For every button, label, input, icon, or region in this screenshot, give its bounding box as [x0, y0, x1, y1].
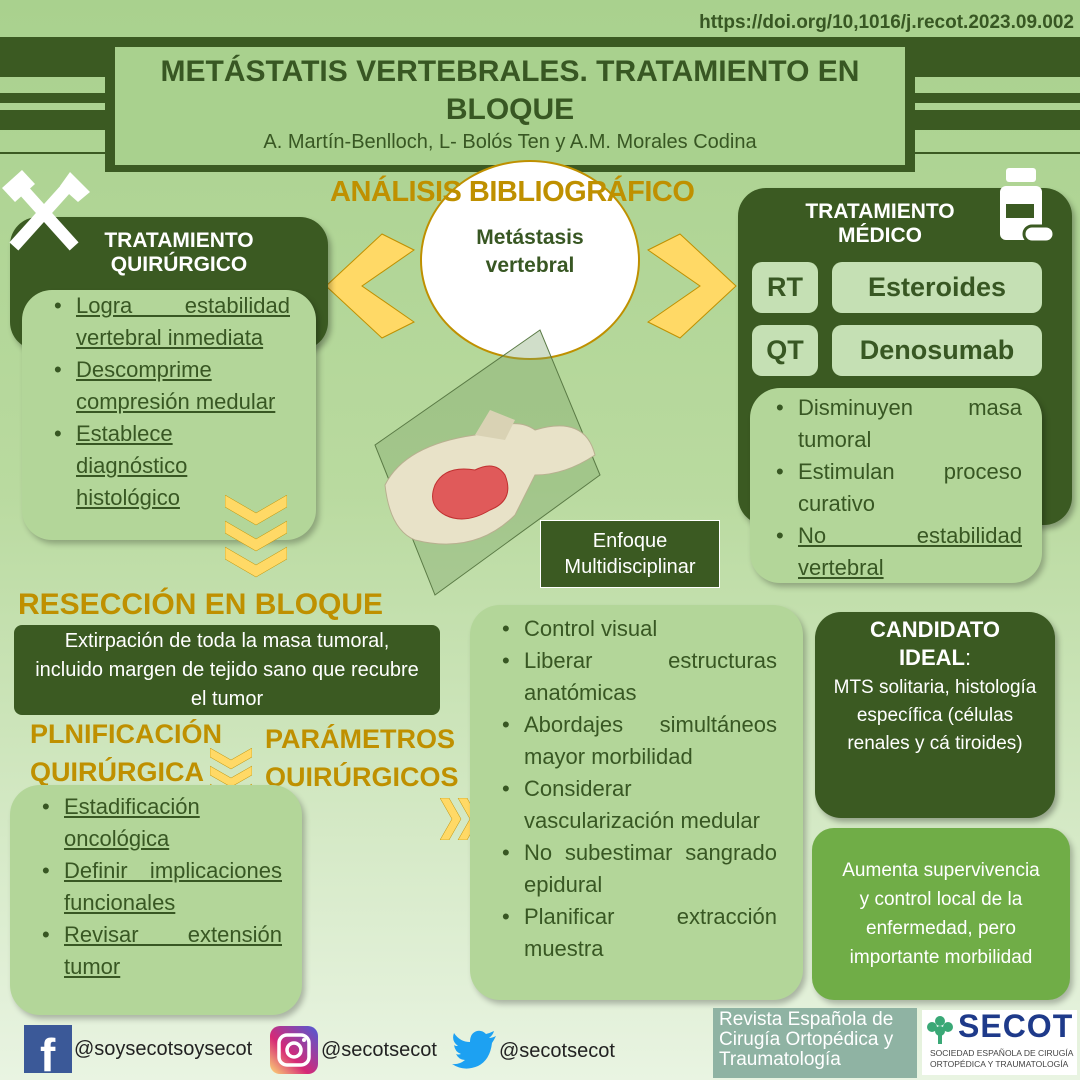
tree-icon	[927, 1016, 953, 1044]
hammer-tools-icon	[2, 170, 90, 251]
medicine-bottle-icon	[1000, 168, 1056, 244]
parameters-box: Control visual Liberar estructuras anató…	[470, 605, 803, 1000]
instagram-link[interactable]: @secotsecot	[270, 1026, 437, 1074]
list-item: Considerar vascularización medular	[496, 773, 777, 837]
list-item: Definir implicaciones funcionales	[36, 855, 282, 919]
authors: A. Martín-Benlloch, L- Bolós Ten y A.M. …	[263, 131, 757, 153]
list-item: Liberar estructuras anatómicas	[496, 645, 777, 709]
instagram-handle: @secotsecot	[321, 1038, 437, 1061]
list-item: Estimulan proceso curativo	[770, 456, 1022, 520]
doi-link[interactable]: https://doi.org/10,1016/j.recot.2023.09.…	[699, 12, 1074, 33]
resection-heading: RESECCIÓN EN BLOQUE	[18, 588, 384, 621]
denosumab-label: Denosumab	[832, 325, 1042, 376]
right-chevron-icon	[647, 233, 737, 339]
list-item: No estabilidad vertebral	[770, 520, 1022, 584]
list-item: Logra estabilidad vertebral inmediata	[48, 290, 290, 354]
candidate-description: MTS solitaria, histología específica (cé…	[833, 677, 1037, 754]
rt-label: RT	[752, 262, 818, 313]
twitter-handle: @secotsecot	[499, 1039, 615, 1062]
secot-logo: SECOT SOCIEDAD ESPAÑOLA DE CIRUGÍA ORTOP…	[922, 1008, 1077, 1075]
planning-box: Estadificación oncológica Definir implic…	[10, 785, 302, 1015]
outcome-box: Aumenta supervivencia y control local de…	[812, 828, 1070, 1000]
list-item: Estadificación oncológica	[36, 791, 282, 855]
list-item: Descomprime compresión medular	[48, 354, 290, 418]
tumor-mark	[432, 465, 509, 520]
resection-description: Extirpación de toda la masa tumoral, inc…	[14, 625, 440, 715]
left-chevron-icon	[325, 233, 415, 339]
down-chevrons-icon	[225, 495, 287, 578]
list-item: Control visual	[496, 613, 777, 645]
instagram-icon	[270, 1026, 318, 1074]
list-item: Revisar extensión tumor	[36, 919, 282, 983]
qt-label: QT	[752, 325, 818, 376]
analysis-heading: ANÁLISIS BIBLIOGRÁFICO	[330, 176, 695, 208]
journal-logo: Revista Española de Cirugía Ortopédica y…	[713, 1008, 917, 1078]
list-item: Planificar extracción muestra	[496, 901, 777, 965]
facebook-handle: @soysecotsoysecot	[74, 1037, 253, 1060]
steroids-label: Esteroides	[832, 262, 1042, 313]
surgical-benefits-box: Logra estabilidad vertebral inmediata De…	[22, 290, 316, 540]
list-item: Abordajes simultáneos mayor morbilidad	[496, 709, 777, 773]
secot-subtitle: SOCIEDAD ESPAÑOLA DE CIRUGÍA ORTOPÉDICA …	[930, 1048, 1073, 1069]
medical-effects-box: Disminuyen masa tumoral Estimulan proces…	[750, 388, 1042, 583]
facebook-icon: f	[24, 1025, 72, 1073]
list-item: No subestimar sangrado epidural	[496, 837, 777, 901]
list-item: Disminuyen masa tumoral	[770, 392, 1022, 456]
twitter-icon	[452, 1030, 496, 1069]
list-item: Establece diagnóstico histológico	[48, 418, 290, 514]
twitter-link[interactable]: @secotsecot	[452, 1030, 615, 1072]
facebook-link[interactable]: f @soysecotsoysecot	[24, 1025, 252, 1073]
svg-text:f: f	[40, 1029, 56, 1073]
vertebra-image	[374, 329, 601, 596]
secot-wordmark: SECOT	[958, 1008, 1074, 1044]
